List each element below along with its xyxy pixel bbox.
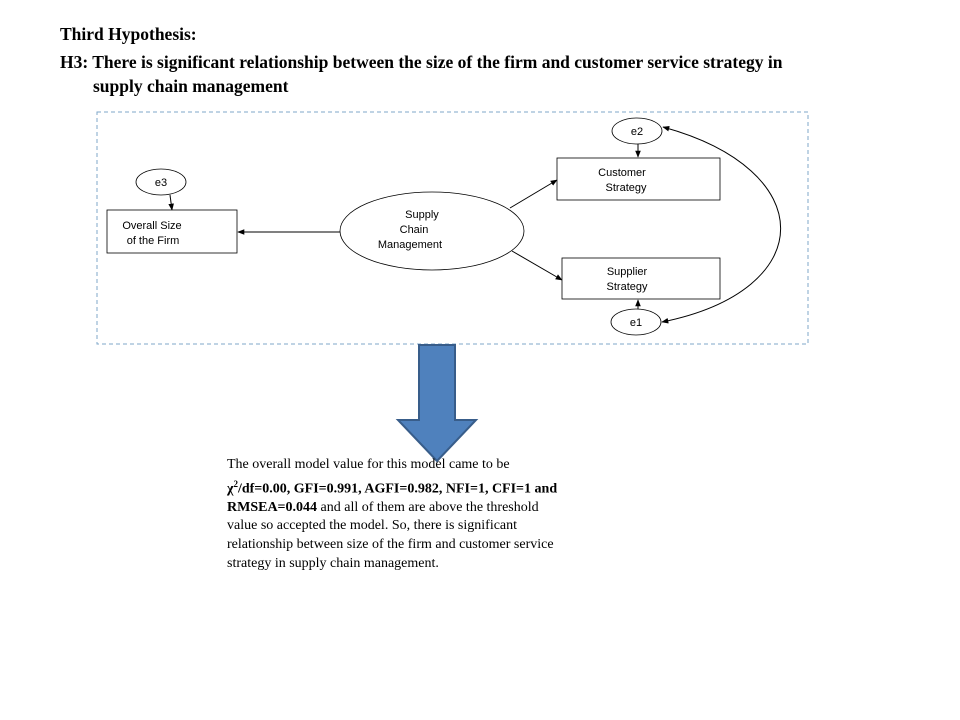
customer-strategy-label-1: Customer — [598, 167, 646, 179]
overall-size-box — [106, 209, 238, 254]
hypothesis-line2: supply chain management — [93, 76, 289, 96]
down-arrow-icon — [395, 344, 479, 463]
para-line-1: The overall model value for this model c… — [227, 457, 510, 472]
customer-strategy-label-2: Strategy — [606, 182, 647, 194]
fit-stats-a: /df=0.00, GFI=0.991, AGFI=0.982, NFI=1, … — [237, 481, 558, 497]
supplier-strategy-label-1: Supplier — [607, 266, 648, 278]
e3-arrow — [168, 194, 174, 211]
arrow-to-customer-strategy — [509, 179, 558, 209]
customer-strategy-box — [556, 157, 721, 201]
e1-ellipse — [610, 308, 662, 336]
e2-label: e2 — [631, 126, 643, 138]
chi-symbol: χ — [227, 481, 234, 497]
chi-superscript: 2 — [233, 478, 238, 489]
para-line-4: value so accepted the model. So, there i… — [227, 518, 518, 534]
e1-label: e1 — [630, 317, 642, 329]
result-paragraph: The overall model value for this model c… — [227, 456, 627, 573]
para-line-6: strategy in supply chain management. — [227, 555, 439, 571]
para-line-2: χ2/df=0.00, GFI=0.991, AGFI=0.982, NFI=1… — [227, 475, 627, 499]
covariance-curve — [661, 125, 782, 324]
supplier-strategy-label-2: Strategy — [607, 281, 648, 293]
heading-title: Third Hypothesis: — [60, 24, 197, 44]
supply-chain-label-1: Supply — [405, 209, 439, 221]
para-line-5: relationship between size of the firm an… — [227, 537, 554, 553]
para-line-3: RMSEA=0.044 and all of them are above th… — [227, 499, 627, 518]
overall-size-label-2: of the Firm — [127, 235, 180, 247]
hypothesis-line1: H3: There is significant relationship be… — [60, 52, 783, 72]
arrow-to-supplier-strategy — [511, 250, 563, 281]
supply-chain-label-3: Management — [378, 239, 442, 251]
e3-label: e3 — [155, 177, 167, 189]
para-line-3-rest: and all of them are above the threshold — [317, 499, 539, 515]
supply-chain-label-2: Chain — [400, 224, 429, 236]
fit-stats-b: RMSEA=0.044 — [227, 499, 318, 515]
e3-ellipse — [135, 168, 187, 196]
overall-size-label-1: Overall Size — [122, 220, 181, 232]
supply-chain-ellipse — [339, 191, 525, 271]
supplier-strategy-box — [561, 257, 721, 300]
